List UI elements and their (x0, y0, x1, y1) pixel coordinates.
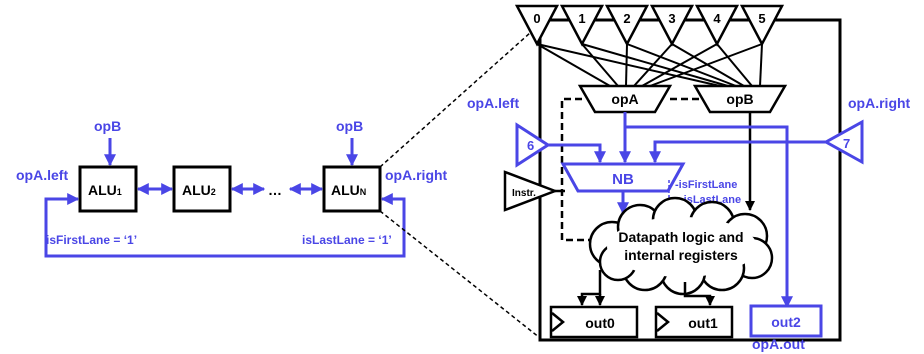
mux-opb: opB (692, 84, 788, 114)
instr-input: Instr. (503, 170, 559, 212)
opa-right-label: opA.right (385, 167, 448, 183)
svg-text:out2: out2 (771, 314, 801, 330)
svg-text:6: 6 (527, 138, 534, 153)
alu-frame (538, 18, 842, 342)
last-lane-label: isLastLane = ‘1’ (302, 233, 392, 247)
output-register-out1: out1 (654, 305, 734, 339)
mux-opa: opA (577, 84, 673, 114)
opa-left-label: opA.left (16, 167, 68, 183)
cloud-to-out0 (577, 270, 602, 306)
nb-mux: NB (560, 162, 686, 193)
alu-chain: opA.left opA.right opB opB ALU1 ALU2 ALU… (16, 23, 541, 339)
input-buffer-4: 4 (694, 4, 740, 47)
datapath-cloud: Datapath logic and internal registers (588, 196, 774, 296)
svg-text:ALU2: ALU2 (182, 182, 216, 198)
svg-text:7: 7 (843, 136, 850, 151)
alu-box-2: ALU2 (172, 165, 232, 213)
svg-text:internal registers: internal registers (624, 247, 738, 263)
svg-text:2: 2 (623, 11, 630, 26)
right-in-to-nb (649, 140, 826, 164)
input-buffer-3: 3 (649, 4, 695, 47)
wraparound-link (44, 193, 406, 258)
svg-text:opA: opA (611, 91, 638, 107)
svg-text:Instr.: Instr. (512, 188, 536, 199)
dashed-feedback-left (560, 97, 590, 242)
output-register-out0: out0 (549, 305, 639, 339)
output-register-out2: out2 (749, 304, 823, 338)
svg-text:out0: out0 (585, 315, 615, 331)
input-buffer-7: 7 (822, 119, 864, 165)
svg-text:3: 3 (668, 11, 675, 26)
input-buffer-1: 1 (559, 4, 605, 47)
input-buffer-5: 5 (739, 4, 785, 47)
svg-text:ALU1: ALU1 (88, 182, 122, 198)
input-buffer-2: 2 (604, 4, 650, 47)
ellipsis: … (268, 182, 282, 198)
first-lane-label: isFirstLane = ‘1’ (46, 233, 137, 247)
input-buffer-0: 0 (514, 4, 560, 47)
svg-text:4: 4 (713, 11, 721, 26)
opa-to-out2 (625, 125, 793, 309)
cloud-to-out1 (683, 282, 715, 306)
alu-box-1: ALU1 (78, 165, 138, 213)
opa-right-internal-label: opA.right (848, 95, 911, 111)
opb-label-alu1: opB (94, 118, 121, 134)
opa-out-label: opA.out (752, 336, 805, 352)
zoom-line-bottom (379, 210, 541, 339)
alu-internals: 0 1 2 3 4 5 opA opB (467, 4, 911, 352)
opa-left-internal-label: opA.left (467, 95, 519, 111)
opb-label-alun: opB (336, 118, 363, 134)
alu-box-n: ALUN (322, 165, 382, 213)
svg-text:0: 0 (533, 11, 540, 26)
zoom-line-top (379, 23, 541, 168)
svg-text:out1: out1 (688, 315, 718, 331)
svg-text:Datapath logic and: Datapath logic and (618, 229, 743, 245)
left-in-to-nb (548, 143, 606, 164)
crossbar-wires (536, 43, 763, 87)
input-buffer-6: 6 (515, 122, 551, 168)
flag-last-lane: -isLastLane (680, 194, 741, 206)
svg-text:opB: opB (726, 91, 753, 107)
svg-text:5: 5 (758, 11, 765, 26)
flag-first-lane: -isFirstLane (675, 179, 737, 191)
svg-text:1: 1 (578, 11, 585, 26)
svg-text:NB: NB (612, 171, 634, 188)
